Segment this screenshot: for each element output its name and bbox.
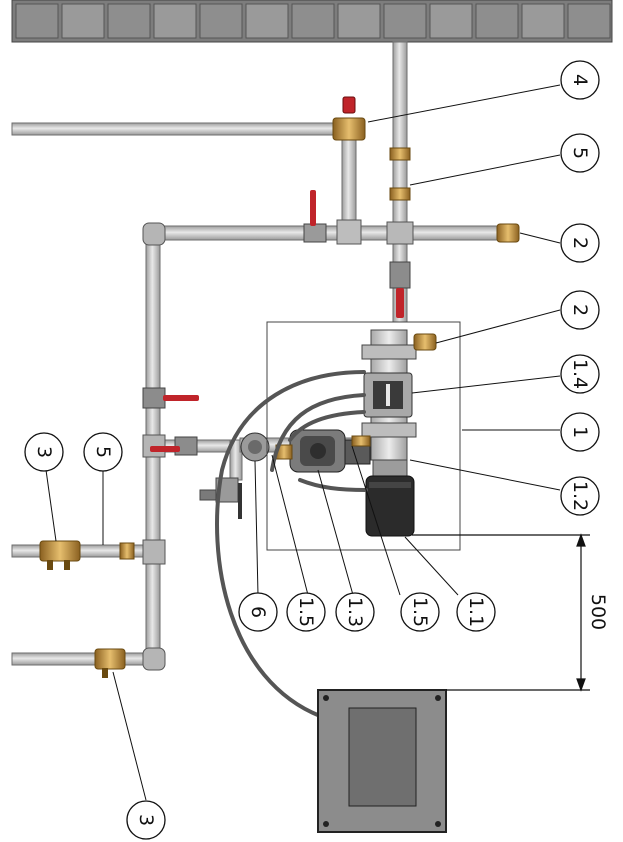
callout-c6: 6: [238, 592, 278, 632]
callout-c3left: 3: [24, 432, 64, 472]
ball-valve-pump-branch: [150, 436, 198, 456]
control-box: [317, 689, 447, 833]
pipe-main-horizontal: [149, 225, 506, 241]
assembly-outline-box: [266, 321, 461, 551]
callout-c15b: 1.5: [400, 592, 440, 632]
callout-label: 6: [247, 606, 269, 618]
fitting-2-main: [496, 223, 520, 243]
union-left-outlet: [119, 542, 135, 560]
callout-c5top: 5: [560, 133, 600, 173]
wall-brick: [337, 3, 381, 39]
callout-label: 1.1: [465, 597, 487, 627]
callout-bubbles: 4 5 2 2 1.4 1 1.2 1.1 1.5 1.3 1.5 6 3 5 3: [24, 60, 600, 840]
callout-circle: [83, 432, 123, 472]
dimension-500-value: 500: [587, 594, 609, 630]
callout-c11: 1.1: [456, 592, 496, 632]
callout-c3bot: 3: [126, 800, 166, 840]
pipe-bottom-outlet: [11, 652, 153, 666]
callout-label: 1.5: [409, 597, 431, 627]
callout-label: 1.4: [569, 359, 591, 389]
callout-circle: [238, 592, 278, 632]
wall-brick: [61, 3, 105, 39]
dimension-500: [412, 533, 590, 692]
union-riser-upper: [389, 147, 411, 161]
callout-circle: [560, 290, 600, 330]
tee-left-outlet: [142, 539, 166, 565]
callout-circle: [560, 476, 600, 516]
callout-label: 5: [92, 446, 114, 458]
safety-valve-4: [332, 96, 366, 141]
wall-brick: [15, 3, 59, 39]
callout-circle: [560, 412, 600, 452]
callout-label: 2: [569, 237, 591, 249]
callout-circle: [560, 354, 600, 394]
pipe-valve4-stub: [341, 127, 357, 229]
callout-circle: [335, 592, 375, 632]
callout-label: 2: [569, 304, 591, 316]
wall-brick: [567, 3, 611, 39]
callout-c5left: 5: [83, 432, 123, 472]
fitting-2-heater: [413, 333, 437, 351]
callout-circle: [286, 592, 326, 632]
callout-label: 5: [569, 147, 591, 159]
ball-valve-riser: [389, 261, 411, 318]
tee-main-riser: [386, 221, 414, 245]
tee-valve4: [336, 219, 362, 245]
wall-brick: [383, 3, 427, 39]
callout-label: 3: [135, 814, 157, 826]
callout-circle: [400, 592, 440, 632]
callout-c2b: 2: [560, 290, 600, 330]
wall-brick: [429, 3, 473, 39]
valve-3-left: [39, 540, 81, 570]
callout-label: 3: [33, 446, 55, 458]
callout-circle: [24, 432, 64, 472]
callout-circle: [560, 60, 600, 100]
filter-6: [240, 432, 270, 462]
heater-assembly-1: [266, 321, 461, 551]
wall-brick: [245, 3, 289, 39]
ball-valve-left: [142, 387, 199, 409]
callout-c4: 4: [560, 60, 600, 100]
callout-circle: [560, 223, 600, 263]
valve-3-bottom: [94, 648, 126, 678]
callout-c1: 1: [560, 412, 600, 452]
callout-c2a: 2: [560, 223, 600, 263]
wall-brick: [521, 3, 565, 39]
callout-label: 1: [569, 426, 591, 438]
leader-lines: [45, 84, 561, 801]
callout-circle: [126, 800, 166, 840]
callout-label: 4: [569, 74, 591, 86]
callout-label: 1.3: [344, 597, 366, 627]
elbow-top-left: [142, 222, 166, 246]
wall-brick: [199, 3, 243, 39]
elbow-bottom-left: [142, 647, 166, 671]
pipe-network: [11, 41, 506, 666]
pipe-top-horizontal: [11, 122, 343, 136]
union-riser-lower: [389, 187, 411, 201]
callout-circle: [456, 592, 496, 632]
callout-c15a: 1.5: [286, 592, 326, 632]
wall-brick: [475, 3, 519, 39]
callout-c14: 1.4: [560, 354, 600, 394]
wall-brick: [291, 3, 335, 39]
circulation-pump-1-3: [275, 429, 371, 473]
fittings: [119, 147, 414, 671]
callout-circle: [560, 133, 600, 173]
callout-c13: 1.3: [335, 592, 375, 632]
ball-valve-upper: [303, 190, 327, 243]
sensor-fitting-1-5: [351, 435, 371, 447]
callout-label: 1.5: [295, 597, 317, 627]
valves: [39, 96, 520, 678]
callout-c12: 1.2: [560, 476, 600, 516]
callout-label: 1.2: [569, 481, 591, 511]
heater-cap-1-1: [365, 475, 415, 537]
wall-brick: [153, 3, 197, 39]
wall-bricks: [11, 0, 613, 43]
cables: [215, 370, 368, 718]
wall-brick: [107, 3, 151, 39]
